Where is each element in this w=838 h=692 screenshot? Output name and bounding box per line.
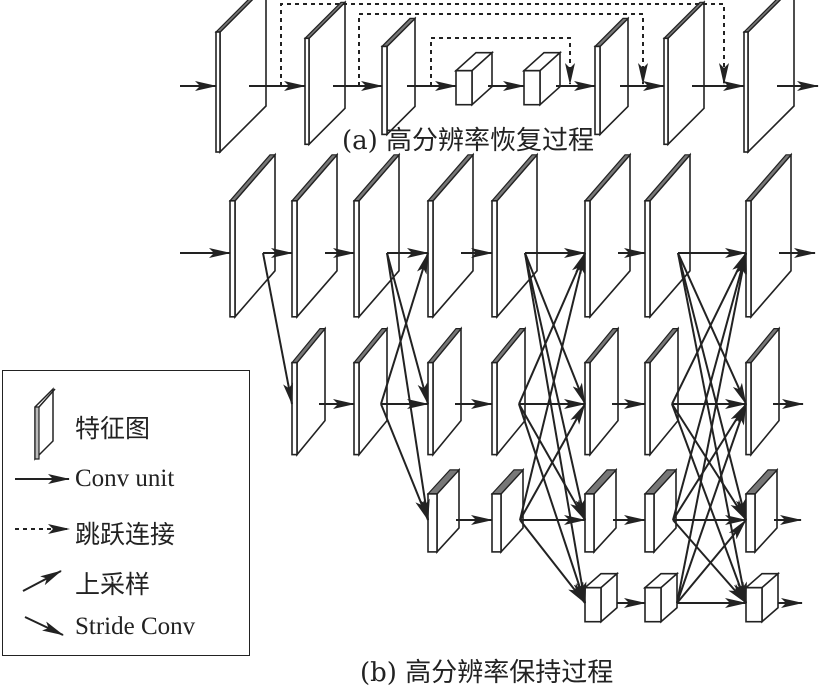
upsample-arrow [519,252,586,521]
stride-conv-arrow [386,252,429,405]
legend-label: 特征图 [75,416,151,443]
feature-map-r2-c6 [643,326,680,457]
feature-map-r1-c0 [228,152,277,319]
feature-map-a1 [214,0,267,154]
stride-conv-arrow [677,252,747,405]
upsample-arrow [671,252,747,405]
upsample-arrow [672,252,747,521]
upsample-arrow [676,252,747,604]
feature-map-r1-c2 [352,152,401,319]
legend-label: Conv unit [75,465,175,492]
feature-map-r3-c7 [744,467,779,554]
feature-map-a8 [742,0,795,154]
feature-map-a6 [593,16,630,137]
legend-label: 上采样 [75,572,151,599]
legend-item-skip-connection: 跳跃连接 [3,511,249,551]
skip-connection-arrow [280,3,729,86]
stride-conv-arrow [524,252,586,405]
feature-map-a2 [303,0,347,147]
skip-connection-arrow [358,13,648,86]
stride-conv-arrow [380,403,429,521]
legend-label: 跳跃连接 [75,522,176,549]
feature-map-r2-c2 [352,326,389,457]
stride-conv-arrow [519,519,586,604]
feature-map-r2-c3 [426,326,463,457]
feature-map-a4 [453,50,495,107]
part-b-maintain-process [180,152,816,624]
feature-map-r3-c3 [426,467,461,554]
stride-conv-arrow [524,252,587,604]
feature-map-r1-c5 [583,152,632,319]
feature-map-r4-c6 [642,571,680,624]
feature-map-icon [34,387,56,461]
feature-map-r2-c7 [744,326,781,457]
solid-arrow-icon [15,474,70,484]
feature-map-r1-c3 [426,152,475,319]
upsample-arrow [676,403,747,604]
feature-map-r2-c4 [490,326,527,457]
stride-conv-arrow [677,252,747,521]
dashed-arrow-icon [15,524,70,534]
stride-conv-arrow [518,403,586,604]
feature-map-r2-c5 [583,326,620,457]
feature-map-r4-c7 [743,571,781,624]
feature-map-r3-c6 [643,467,678,554]
feature-map-a3 [380,16,417,137]
feature-map-a7 [662,0,706,147]
feature-map-r1-c6 [643,152,692,319]
legend-label: Stride Conv [75,613,196,640]
caption-part-a: (a) 高分辨率恢复过程 [342,126,595,156]
upsample-arrow [672,403,747,521]
feature-map-r3-c4 [490,467,525,554]
feature-map-r4-c5 [582,571,620,624]
feature-map-r3-c5 [583,467,618,554]
upsample-arrow [519,403,586,521]
feature-map-r1-c1 [290,152,339,319]
feature-map-r2-c1 [290,326,327,457]
skip-connection-arrow [430,37,575,86]
stride-conv-arrow [671,403,747,604]
feature-map-a5 [521,50,563,107]
stride-conv-arrow [524,252,586,521]
legend-item-conv-unit: Conv unit [3,459,249,499]
stride-conv-arrow-icon [24,616,64,636]
feature-map-r1-c7 [744,152,793,319]
stride-conv-arrow [262,252,293,405]
feature-map-r1-c4 [490,152,539,319]
legend-item-feature-map: 特征图 [3,385,249,467]
stride-conv-arrow [386,252,430,521]
upsample-arrow-icon [22,570,62,592]
upsample-arrow [380,252,429,405]
stride-conv-arrow [672,519,747,604]
caption-part-b: (b) 高分辨率保持过程 [360,658,614,688]
upsample-arrow [518,252,586,405]
part-a-recovery-process [180,0,819,154]
legend-item-stride-conv: Stride Conv [3,611,249,651]
legend: 特征图 Conv unit 跳跃连接 上采样 Stride Conv [2,370,250,656]
upsample-arrow [676,519,747,604]
legend-item-upsample: 上采样 [3,561,249,601]
